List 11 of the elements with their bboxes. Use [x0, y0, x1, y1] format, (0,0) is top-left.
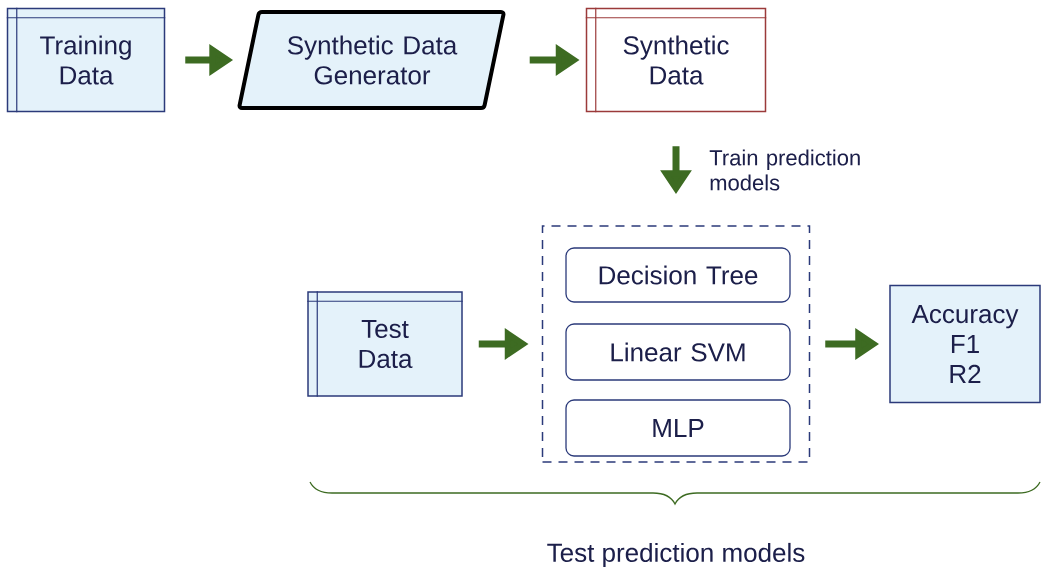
data-table-box: Test Data: [306, 290, 464, 398]
model-box: Linear SVM: [565, 323, 791, 381]
result-box: Accuracy F1 R2: [889, 284, 1041, 404]
model-group-box: [541, 225, 811, 463]
model-box: Decision Tree: [565, 247, 791, 303]
model-box: MLP: [565, 399, 791, 457]
data-table-box: Synthetic Data: [585, 7, 767, 113]
process-parallelogram: Synthetic Data Generator: [237, 10, 506, 110]
data-table-box: Training Data: [6, 7, 166, 113]
edge-label: Train prediction models: [709, 149, 860, 191]
caption-text: Test prediction models: [547, 542, 805, 568]
